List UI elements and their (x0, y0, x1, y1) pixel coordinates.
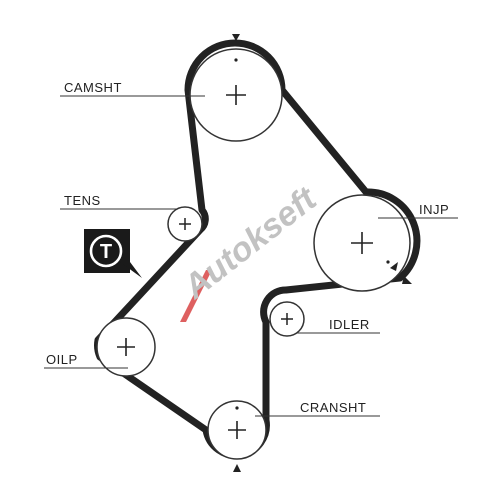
tensioner-badge: T (84, 229, 142, 278)
camshaft-pulley (189, 48, 283, 142)
oil-pump-pulley (96, 317, 156, 377)
crankshaft-pulley (207, 400, 267, 460)
oil-pump-label: OILP (46, 352, 78, 367)
tensioner-label: TENS (64, 193, 101, 208)
injection-pump-timing-mark-lower (402, 276, 412, 284)
crankshaft-label: CRANSHT (300, 400, 366, 415)
injection-pump-timing-mark-upper (390, 262, 398, 271)
injection-pump-pulley (313, 194, 411, 292)
tensioner-badge-letter: T (100, 241, 112, 263)
idler-pulley (269, 301, 305, 337)
crankshaft-timing-mark-bottom (233, 464, 241, 472)
injection-pump-label: INJP (419, 202, 449, 217)
watermark-red-slash (180, 270, 212, 322)
timing-belt (94, 39, 421, 459)
tensioner-pulley (167, 206, 203, 242)
idler-label: IDLER (329, 317, 370, 332)
camshaft-timing-mark-top (232, 34, 240, 41)
camshaft-label: CAMSHT (64, 80, 122, 95)
